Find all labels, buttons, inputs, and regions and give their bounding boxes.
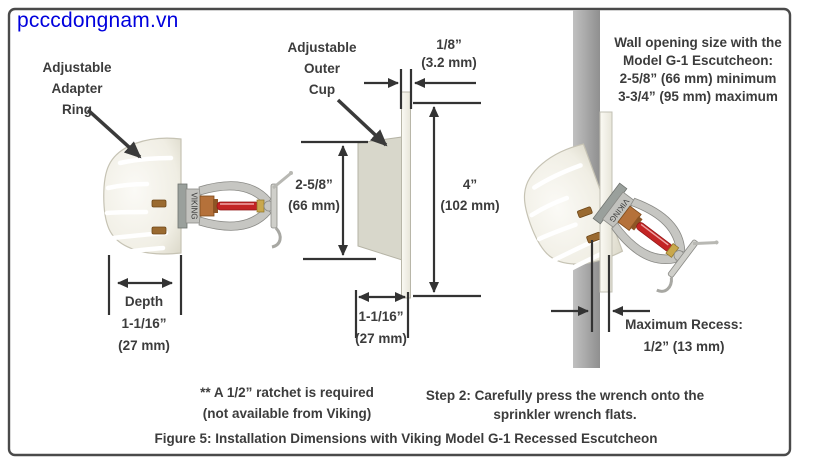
dim-line: (27 mm) [355,331,407,346]
note-line: (not available from Viking) [202,406,372,421]
dim-line: 2-5/8” [295,177,333,192]
dim-line: (102 mm) [440,198,500,213]
depth-dimension [107,255,183,315]
left-view-adapter-ring [86,108,295,315]
ratchet-footnote: ** A 1/2” ratchet is required (not avail… [200,382,374,424]
outer-cup-pointer-arrow [336,98,388,147]
dim-line: 1-1/16” [121,316,167,331]
dim-line: 1/8” [436,37,462,52]
middle-view-outer-cup [301,69,481,338]
figure-border [7,7,792,457]
flange-thickness-dimension [364,69,476,109]
escutcheon-flange-plate [401,91,411,299]
cup-depth-dimension [354,290,410,338]
wall-opening-note: Wall opening size with the Model G-1 Esc… [614,34,782,106]
note-line: Wall opening size with the [614,35,782,50]
dim-line: (3.2 mm) [421,55,477,70]
cup-height-text: 2-5/8” (66 mm) [288,174,340,216]
cup-depth-text: 1-1/16” (27 mm) [355,306,407,350]
note-line: Step 2: Carefully press the wrench onto … [425,388,705,403]
adapter-ring-pointer-arrow [86,108,142,159]
dim-line: 1-1/16” [358,309,404,324]
dim-line: (66 mm) [288,198,340,213]
note-line: ** A 1/2” ratchet is required [200,385,374,400]
max-recess-text: Maximum Recess: 1/2” (13 mm) [625,314,743,358]
flange-height-text: 4” (102 mm) [440,174,499,216]
step2-instruction: Step 2: Carefully press the wrench onto … [426,386,704,424]
label-line: Adjustable [287,40,357,55]
dim-line: Depth [124,294,164,309]
site-watermark: pcccdongnam.vn [17,9,179,32]
cup-height-dimension [301,140,376,261]
dim-line: Maximum Recess: [625,317,743,332]
figure-caption: Figure 5: Installation Dimensions with V… [154,431,658,446]
right-view-wall-installation [511,10,721,368]
label-line: Cup [308,82,336,97]
flange-thickness-text: 1/8” (3.2 mm) [421,36,477,72]
adapter-ring [104,138,181,254]
label-line: Ring [61,102,92,117]
label-line: Adjustable [42,60,112,75]
note-line: 3-3/4” (95 mm) maximum [618,89,778,104]
note-line: Model G-1 Escutcheon: [622,53,774,68]
outer-cup-label: Adjustable Outer Cup [287,37,356,100]
dim-line: 1/2” (13 mm) [643,339,725,354]
dim-line: 4” [462,177,478,192]
dim-line: (27 mm) [118,338,170,353]
note-line: 2-5/8” (66 mm) minimum [619,71,777,86]
recess-dimension [551,240,650,332]
outer-cup [357,136,403,261]
flange-height-dimension [413,101,481,298]
sprinkler-head [176,169,295,249]
label-line: Adapter [51,81,103,96]
label-line: Outer [303,61,341,76]
depth-dimension-text: Depth 1-1/16” (27 mm) [118,291,170,357]
adapter-ring-label: Adjustable Adapter Ring [42,57,111,120]
note-line: sprinkler wrench flats. [493,407,637,422]
